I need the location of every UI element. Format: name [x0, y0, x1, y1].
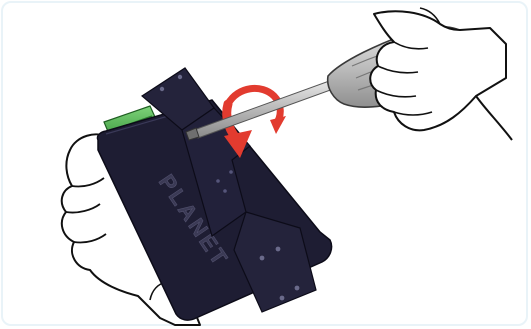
- mounting-plate: [140, 67, 317, 313]
- right-hand: [369, 7, 513, 141]
